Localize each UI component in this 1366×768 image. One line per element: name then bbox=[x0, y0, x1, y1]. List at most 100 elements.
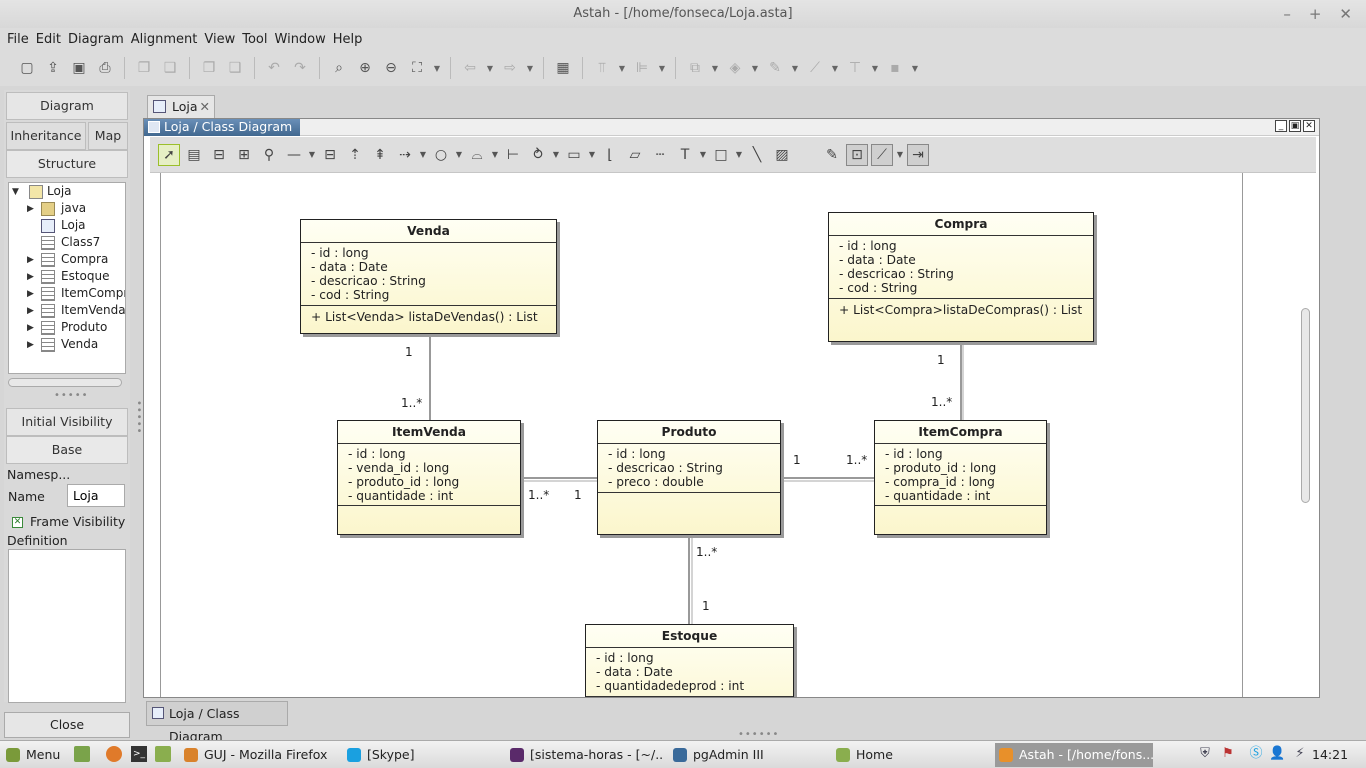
definition-textarea[interactable] bbox=[8, 549, 126, 703]
copy-diagram-icon[interactable]: ❐ bbox=[202, 60, 216, 76]
control-tool-icon[interactable]: ⥁ bbox=[533, 146, 543, 163]
zoom-icon[interactable]: ⌕ bbox=[335, 60, 343, 76]
frame-maximize-button[interactable]: ▣ bbox=[1289, 120, 1301, 132]
tree-item-java[interactable]: java bbox=[61, 201, 87, 215]
interface-tool-icon[interactable]: ○ bbox=[434, 146, 448, 163]
caret-right-icon[interactable]: ▶ bbox=[27, 255, 34, 265]
select-tool-icon[interactable]: ➚ bbox=[158, 143, 180, 166]
chevron-down-icon[interactable]: ▼ bbox=[552, 150, 560, 159]
tree-horizontal-scrollbar[interactable] bbox=[8, 378, 122, 387]
undo-icon[interactable]: ↶ bbox=[268, 60, 280, 76]
canvas-vertical-scrollbar[interactable] bbox=[1298, 173, 1312, 697]
menu-view[interactable]: View bbox=[204, 31, 236, 47]
print-icon[interactable]: ⎙ bbox=[99, 60, 111, 76]
firefox-launcher-icon[interactable] bbox=[106, 746, 122, 762]
new-file-icon[interactable]: ▢ bbox=[20, 60, 34, 76]
user-icon[interactable]: 👤 bbox=[1269, 746, 1286, 761]
chevron-down-icon[interactable]: ▼ bbox=[526, 63, 534, 73]
anchor-tool-icon[interactable]: ⌊ bbox=[607, 146, 613, 163]
attribute-tool-icon[interactable]: ▭ bbox=[567, 146, 581, 163]
menu-help[interactable]: Help bbox=[332, 31, 363, 47]
chevron-down-icon[interactable]: ▼ bbox=[871, 63, 879, 73]
caret-right-icon[interactable]: ▶ bbox=[27, 323, 34, 333]
tree-item-venda[interactable]: Venda bbox=[61, 337, 99, 351]
image-tool-icon[interactable]: ▨ bbox=[775, 146, 789, 163]
bottom-splitter-handle[interactable]: •••••• bbox=[738, 729, 780, 740]
chevron-down-icon[interactable]: ▼ bbox=[618, 63, 626, 73]
chevron-down-icon[interactable]: ▼ bbox=[308, 150, 316, 159]
close-tab-icon[interactable]: ✕ bbox=[199, 99, 210, 114]
grid-icon[interactable]: ▦ bbox=[556, 60, 570, 76]
tab-map[interactable]: Map bbox=[88, 122, 128, 150]
frame-close-button[interactable]: ✕ bbox=[1303, 120, 1315, 132]
diagram-canvas[interactable]: Venda - id : long - data : Date - descri… bbox=[160, 173, 1243, 697]
class-venda[interactable]: Venda - id : long - data : Date - descri… bbox=[300, 219, 557, 334]
frame-visibility-checkbox[interactable]: ✕ bbox=[12, 517, 23, 528]
chevron-down-icon[interactable]: ▼ bbox=[791, 63, 799, 73]
menu-tool[interactable]: Tool bbox=[242, 31, 268, 47]
style-icon[interactable]: ▪ bbox=[890, 60, 900, 76]
tree-item-compra[interactable]: Compra bbox=[61, 252, 109, 266]
scrollbar-thumb[interactable] bbox=[1301, 308, 1310, 503]
shield-icon[interactable]: ⛨ bbox=[1200, 746, 1210, 761]
menu-window[interactable]: Window bbox=[274, 31, 326, 47]
tab-base[interactable]: Base bbox=[6, 436, 128, 464]
forward-icon[interactable]: ⇨ bbox=[504, 60, 516, 76]
line-style-icon[interactable]: ⟋ bbox=[810, 60, 820, 76]
dashed-line-tool-icon[interactable]: ┄ bbox=[655, 146, 665, 163]
note-tool-icon[interactable]: ▱ bbox=[629, 146, 641, 163]
layer-icon[interactable]: ⧉ bbox=[690, 60, 700, 76]
chevron-down-icon[interactable]: ▼ bbox=[735, 150, 743, 159]
task-terminal[interactable]: [sistema-horas - [~/... bbox=[506, 743, 664, 767]
tab-diagram[interactable]: Diagram bbox=[6, 92, 128, 120]
clock[interactable]: 14:21 bbox=[1312, 747, 1349, 762]
start-menu-button[interactable]: Menu bbox=[2, 743, 66, 767]
splitter-handle[interactable]: ••••• bbox=[54, 390, 89, 401]
package-tool-icon[interactable]: ⊟ bbox=[213, 146, 225, 163]
caret-right-icon[interactable]: ▶ bbox=[27, 340, 34, 350]
chevron-down-icon[interactable]: ▼ bbox=[455, 150, 463, 159]
minimize-button[interactable]: – bbox=[1283, 5, 1291, 23]
tree-item-estoque[interactable]: Estoque bbox=[61, 269, 110, 283]
frame-minimize-button[interactable]: _ bbox=[1275, 120, 1287, 132]
chevron-down-icon[interactable]: ▼ bbox=[831, 63, 839, 73]
chevron-down-icon[interactable]: ▼ bbox=[419, 150, 427, 159]
network-icon[interactable]: ⚑ bbox=[1222, 746, 1234, 761]
chevron-down-icon[interactable]: ▼ bbox=[433, 63, 441, 73]
required-interface-tool-icon[interactable]: ⌓ bbox=[471, 146, 483, 163]
eyedropper-icon[interactable]: ✎ bbox=[826, 146, 838, 163]
realization-tool-icon[interactable]: ⇞ bbox=[374, 146, 386, 163]
tab-structure[interactable]: Structure bbox=[6, 150, 128, 178]
class-produto[interactable]: Produto - id : long - descricao : String… bbox=[597, 420, 781, 535]
dependency-tool-icon[interactable]: ⇢ bbox=[399, 146, 411, 163]
menu-file[interactable]: File bbox=[7, 31, 29, 47]
task-pgadmin[interactable]: pgAdmin III bbox=[669, 743, 827, 767]
caret-right-icon[interactable]: ▶ bbox=[27, 289, 34, 299]
back-icon[interactable]: ⇦ bbox=[464, 60, 476, 76]
class-itemvenda[interactable]: ItemVenda - id : long - venda_id : long … bbox=[337, 420, 521, 535]
terminal-launcher-icon[interactable]: >_ bbox=[131, 746, 147, 762]
line-tool-icon[interactable]: ╲ bbox=[752, 146, 762, 163]
name-field[interactable] bbox=[67, 484, 125, 507]
tree-layout-icon[interactable]: ⊤ bbox=[848, 60, 862, 76]
caret-down-icon[interactable]: ▼ bbox=[12, 187, 19, 197]
tree-item-itemvenda[interactable]: ItemVenda bbox=[61, 303, 126, 317]
tab-loja[interactable]: Loja ✕ bbox=[147, 95, 215, 119]
class-itemcompra[interactable]: ItemCompra - id : long - produto_id : lo… bbox=[874, 420, 1047, 535]
align-left-icon[interactable]: ⊫ bbox=[635, 60, 649, 76]
task-skype[interactable]: [Skype] bbox=[343, 743, 501, 767]
caret-right-icon[interactable]: ▶ bbox=[27, 272, 34, 282]
task-home[interactable]: Home bbox=[832, 743, 990, 767]
tree-item-loja-package[interactable]: Loja bbox=[47, 184, 72, 198]
menu-edit[interactable]: Edit bbox=[35, 31, 61, 47]
caret-right-icon[interactable]: ▶ bbox=[27, 204, 34, 214]
chevron-down-icon[interactable]: ▼ bbox=[699, 150, 707, 159]
subsystem-tool-icon[interactable]: ⊞ bbox=[238, 146, 250, 163]
association-class-tool-icon[interactable]: ⊟ bbox=[324, 146, 336, 163]
menu-alignment[interactable]: Alignment bbox=[130, 31, 198, 47]
open-file-icon[interactable]: ⇪ bbox=[47, 60, 59, 76]
skype-tray-icon[interactable]: Ⓢ bbox=[1249, 746, 1263, 761]
task-firefox[interactable]: GUJ - Mozilla Firefox bbox=[180, 743, 338, 767]
fill-color-icon[interactable]: ◈ bbox=[729, 60, 741, 76]
files-launcher-icon[interactable] bbox=[155, 746, 171, 762]
